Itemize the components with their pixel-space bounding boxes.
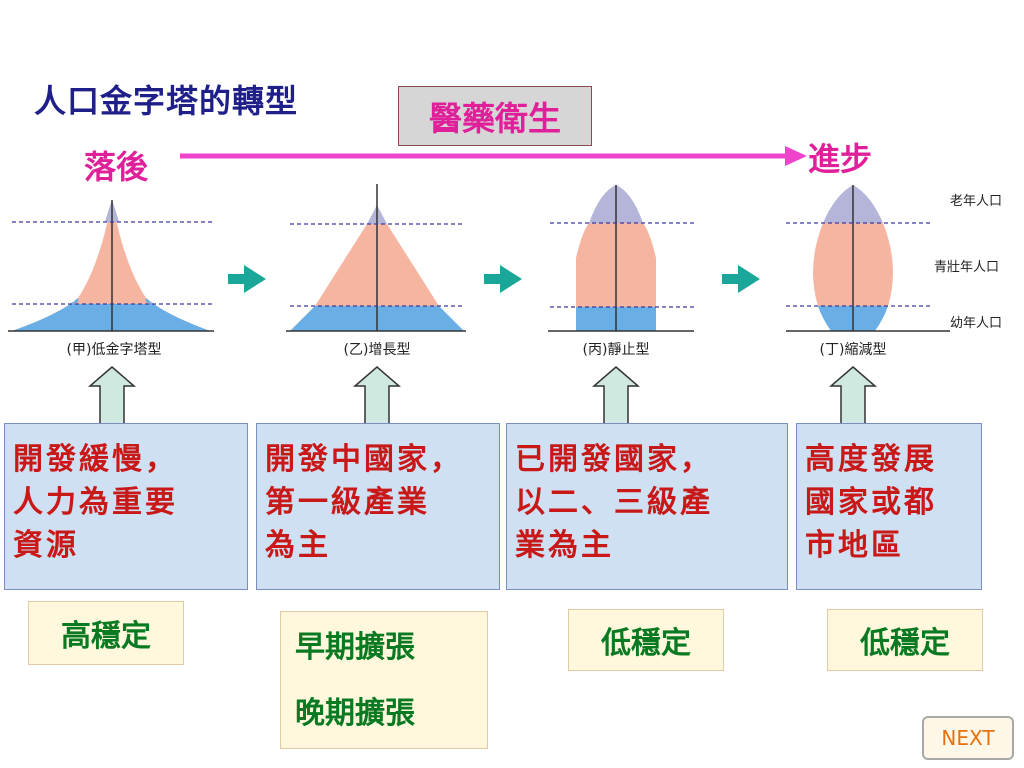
medicine-box: 醫藥衛生 xyxy=(398,86,592,146)
pyramid-jia xyxy=(8,200,214,332)
next-button[interactable]: NEXT xyxy=(922,716,1014,760)
up-arrow-1 xyxy=(87,366,137,425)
medicine-label: 醫藥衛生 xyxy=(429,99,561,138)
pyramid-label-ding: (丁)縮減型 xyxy=(819,342,887,358)
stability-label-yi-late: 晚期擴張 xyxy=(295,696,415,731)
stability-box-jia: 高穩定 xyxy=(28,601,184,665)
description-box-yi: 開發中國家， 第一級產業 為主 xyxy=(256,423,500,590)
stability-label-ding: 低穩定 xyxy=(860,626,950,661)
description-box-jia: 開發緩慢， 人力為重要 資源 xyxy=(4,423,248,590)
lagging-label: 落後 xyxy=(84,148,149,186)
stability-box-yi: 早期擴張 晚期擴張 xyxy=(280,611,488,749)
teal-arrow-1 xyxy=(228,265,266,293)
description-text-ding: 高度發展 國家或都 市地區 xyxy=(805,442,937,563)
progress-arrow xyxy=(180,146,807,166)
description-text-bing: 已開發國家， 以二、三級產 業為主 xyxy=(515,442,713,563)
description-box-ding: 高度發展 國家或都 市地區 xyxy=(796,423,982,590)
stability-box-ding: 低穩定 xyxy=(827,609,983,671)
stability-label-yi-early: 早期擴張 xyxy=(295,630,415,665)
young-age-label: 幼年人口 xyxy=(950,316,1003,331)
old-age-label: 老年人口 xyxy=(950,194,1003,209)
stability-label-jia: 高穩定 xyxy=(61,619,151,654)
pyramid-bing xyxy=(548,185,694,332)
stability-label-bing: 低穩定 xyxy=(601,626,691,661)
pyramid-label-yi: (乙)增長型 xyxy=(343,342,411,358)
teal-arrow-3 xyxy=(722,265,760,293)
up-arrow-3 xyxy=(591,366,641,425)
teal-arrow-2 xyxy=(484,265,522,293)
stability-box-bing: 低穩定 xyxy=(568,609,724,671)
advanced-label: 進步 xyxy=(808,140,873,178)
up-arrow-2 xyxy=(352,366,402,425)
pyramid-label-jia: (甲)低金字塔型 xyxy=(66,342,162,358)
pyramid-ding xyxy=(786,185,950,332)
page-title: 人口金字塔的轉型 xyxy=(34,82,299,120)
working-age-label: 青壯年人口 xyxy=(934,260,1000,275)
description-text-jia: 開發緩慢， 人力為重要 資源 xyxy=(13,442,178,563)
description-text-yi: 開發中國家， 第一級產業 為主 xyxy=(265,442,463,563)
pyramid-yi xyxy=(286,184,466,332)
up-arrow-4 xyxy=(828,366,878,425)
description-box-bing: 已開發國家， 以二、三級產 業為主 xyxy=(506,423,788,590)
pyramid-label-bing: (丙)靜止型 xyxy=(582,342,650,358)
